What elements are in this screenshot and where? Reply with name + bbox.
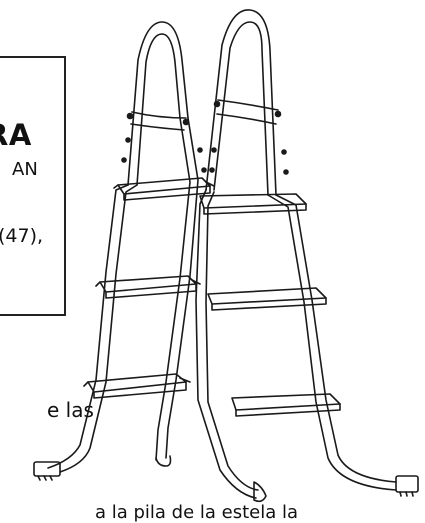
instruction-part-reference: (47), xyxy=(0,225,44,247)
right-step-2 xyxy=(207,287,327,311)
right-ladder-rails xyxy=(195,9,419,503)
instruction-heading-fragment: RA xyxy=(0,118,32,152)
right-top-crossbar xyxy=(209,99,289,175)
left-step-3 xyxy=(83,373,191,399)
left-step-2 xyxy=(95,275,201,299)
left-top-crossbar xyxy=(121,111,207,173)
right-step-1 xyxy=(199,193,307,215)
left-ladder-rails xyxy=(33,21,199,481)
right-step-3 xyxy=(231,393,341,417)
instruction-line-fragment: AN xyxy=(12,159,38,180)
instruction-text-box: RA AN (47), xyxy=(0,56,66,316)
bottom-text-fragment: a la pila de la estela la xyxy=(95,502,299,523)
